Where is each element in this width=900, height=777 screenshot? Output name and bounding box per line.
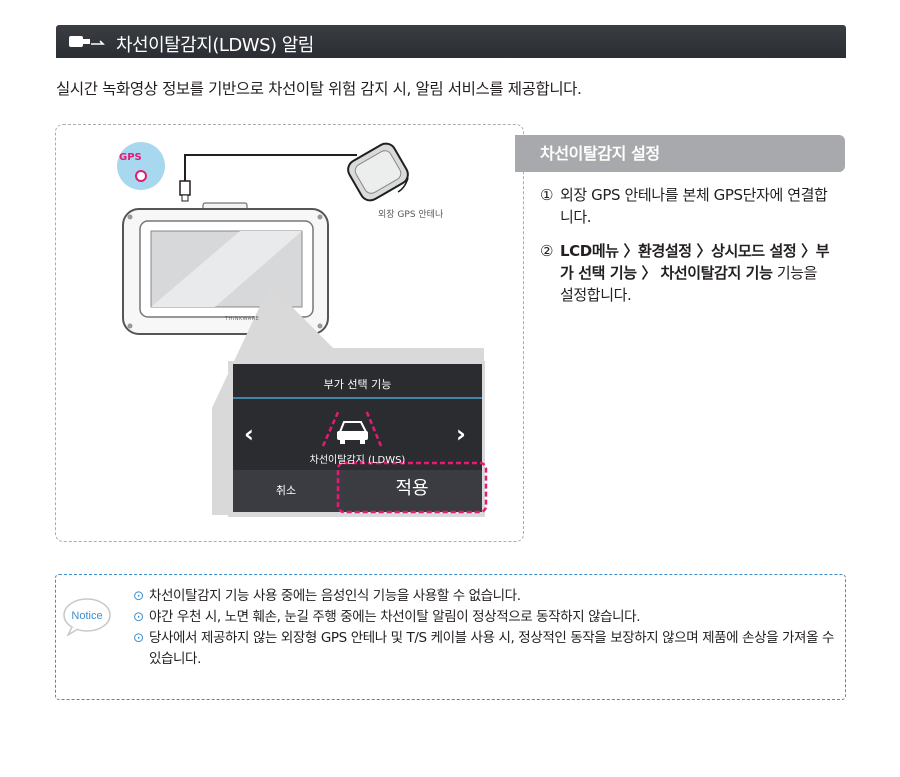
- screen-prev-arrow-icon: ‹: [244, 420, 254, 448]
- notice-item-text: 차선이탈감지 기능 사용 중에는 음성인식 기능을 사용할 수 없습니다.: [149, 588, 521, 604]
- illustration-frame: [55, 124, 524, 542]
- step-text: 외장 GPS 안테나를 본체 GPS단자에 연결합니다.: [560, 186, 828, 226]
- car-lane-icon: [321, 409, 383, 447]
- screen-feature-caption: 차선이탈감지 (LDWS): [309, 455, 406, 466]
- notice-badge-label: Notice: [71, 610, 102, 622]
- step-feature-name: 차선이탈감지 기능: [660, 264, 773, 282]
- step-menu-path: LCD메뉴 〉환경설정 〉상시모드 설정 〉부가 선택 기능 〉: [560, 242, 830, 282]
- setting-panel: 차선이탈감지 설정 ① 외장 GPS 안테나를 본체 GPS단자에 연결합니다.…: [515, 135, 845, 306]
- page-title: 차선이탈감지(LDWS) 알림: [116, 35, 314, 56]
- section-header: 차선이탈감지(LDWS) 알림: [56, 25, 846, 58]
- notice-item: ⊙ 차선이탈감지 기능 사용 중에는 음성인식 기능을 사용할 수 없습니다.: [133, 586, 849, 607]
- step-tail: 기능을 설정합니다.: [560, 264, 818, 304]
- bullet-icon: ⊙: [133, 588, 144, 604]
- device-brand: THINKWARE: [225, 316, 260, 322]
- step-text: LCD메뉴 〉환경설정 〉상시모드 설정 〉부가 선택 기능 〉 차선이탈감지 …: [560, 240, 830, 306]
- screen-apply-button: 적용: [395, 478, 429, 499]
- step-number: ①: [540, 186, 554, 204]
- step-number: ②: [540, 242, 554, 260]
- bullet-icon: ⊙: [133, 630, 144, 646]
- dashcam-icon: [69, 36, 105, 47]
- notice-frame: [55, 574, 846, 700]
- screen-menu-title: 부가 선택 기능: [323, 378, 392, 391]
- notice-item: ⊙ 당사에서 제공하지 않는 외장형 GPS 안테나 및 T/S 케이블 사용 …: [133, 628, 849, 670]
- gps-antenna: [347, 142, 409, 202]
- screen-cancel-button: 취소: [275, 484, 297, 497]
- setting-title: 차선이탈감지 설정: [515, 135, 845, 172]
- step-1: ① 외장 GPS 안테나를 본체 GPS단자에 연결합니다.: [540, 184, 845, 228]
- notice-list: ⊙ 차선이탈감지 기능 사용 중에는 음성인식 기능을 사용할 수 없습니다. …: [133, 586, 849, 670]
- notice-item: ⊙ 야간 우천 시, 노면 훼손, 눈길 주행 중에는 차선이탈 알림이 정상적…: [133, 607, 849, 628]
- notice-badge-icon: Notice: [63, 598, 111, 636]
- screen-next-arrow-icon: ›: [456, 420, 466, 448]
- notice-item-text: 당사에서 제공하지 않는 외장형 GPS 안테나 및 T/S 케이블 사용 시,…: [149, 630, 835, 667]
- bullet-icon: ⊙: [133, 609, 144, 625]
- step-2: ② LCD메뉴 〉환경설정 〉상시모드 설정 〉부가 선택 기능 〉 차선이탈감…: [540, 240, 845, 306]
- notice-item-text: 야간 우천 시, 노면 훼손, 눈길 주행 중에는 차선이탈 알림이 정상적으로…: [149, 609, 641, 625]
- gps-port-label: GPS: [119, 152, 142, 163]
- intro-text: 실시간 녹화영상 정보를 기반으로 차선이탈 위험 감지 시, 알림 서비스를 …: [56, 80, 582, 98]
- antenna-label: 외장 GPS 안테나: [378, 210, 444, 220]
